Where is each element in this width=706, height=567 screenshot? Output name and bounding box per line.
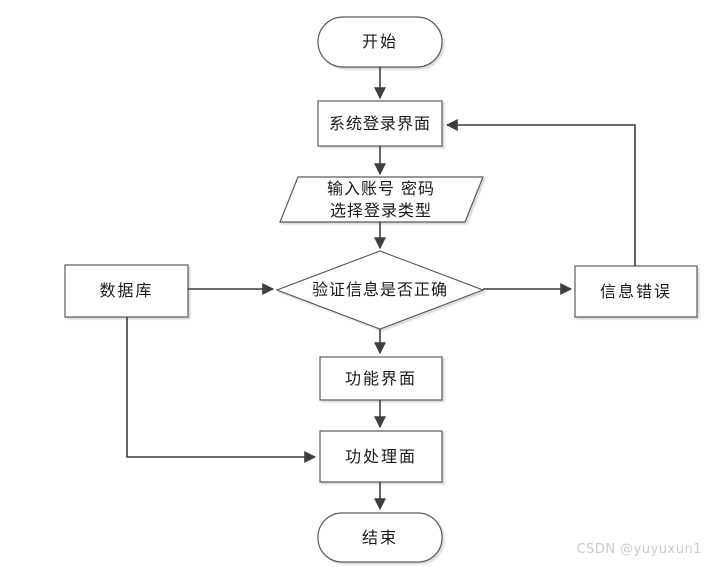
start-terminator-shape [317,16,443,68]
input-parallelogram-shape [279,176,484,223]
end-terminator-shape [317,512,443,563]
login-process-shape [317,100,443,147]
csdn-watermark: CSDN @yuyuxun1 [576,542,702,557]
function-process-shape [319,356,443,401]
error-process-shape [574,265,698,318]
edge-error-login-loopback [445,119,636,266]
decision-diamond-shape [275,250,485,330]
edge-database-process [126,317,317,463]
process-process-shape [319,430,443,483]
database-process-shape [64,264,189,318]
